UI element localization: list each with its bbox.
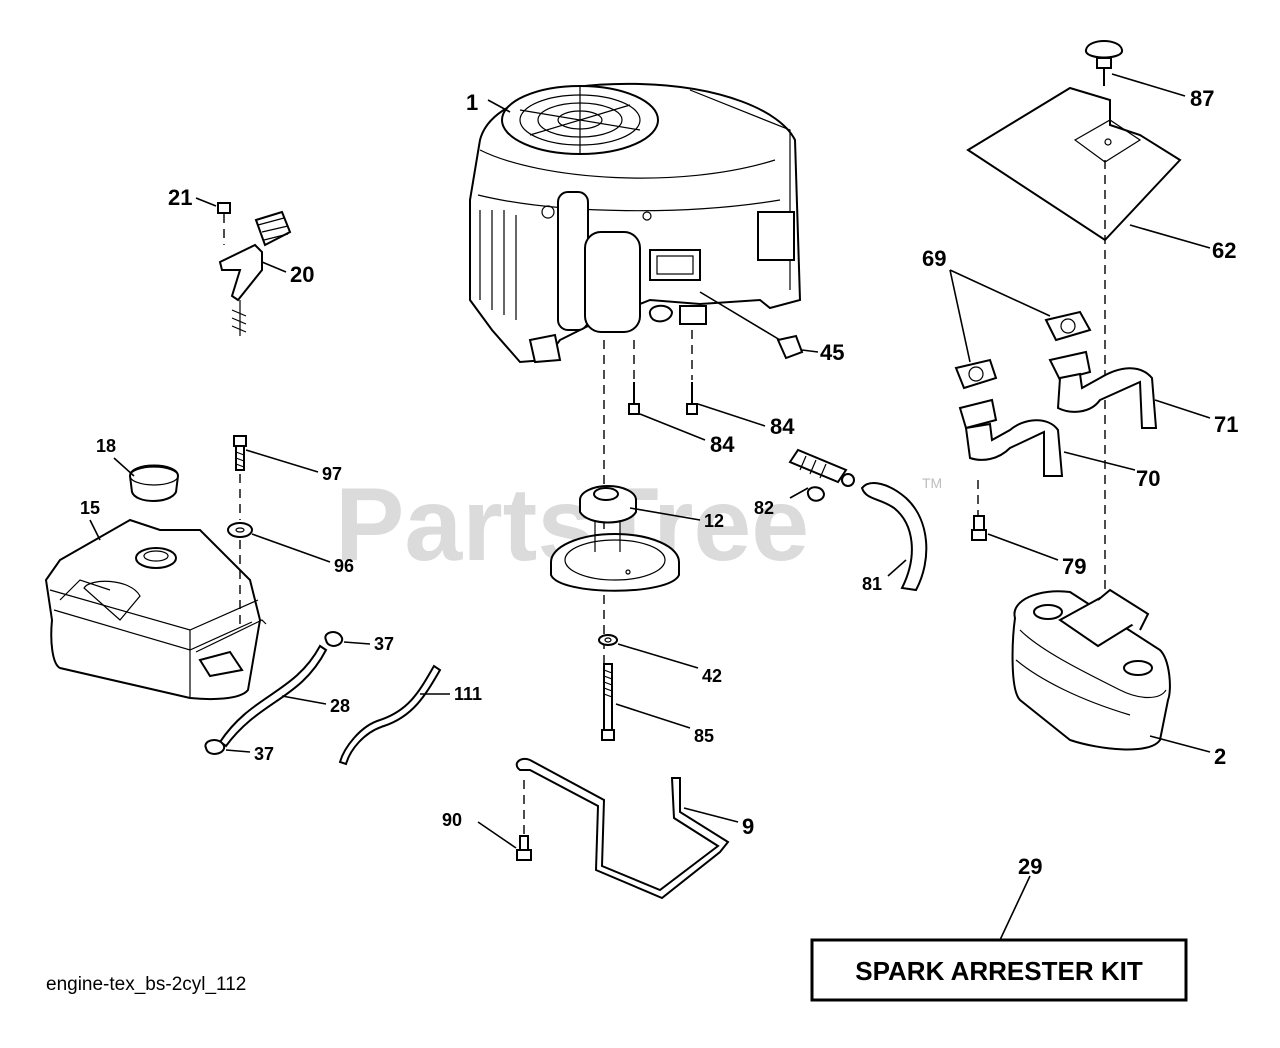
spark-arrester-kit-label: SPARK ARRESTER KIT — [855, 956, 1143, 986]
diagram-caption: engine-tex_bs-2cyl_112 — [46, 974, 246, 995]
callout-84-right: 84 — [770, 414, 795, 439]
callout-1: 1 — [466, 90, 478, 115]
throttle-control-20 — [217, 202, 292, 336]
muffler-2 — [1011, 588, 1171, 751]
plug-45 — [776, 334, 804, 360]
callout-2: 2 — [1214, 744, 1226, 769]
washer-96 — [227, 522, 253, 538]
callout-12: 12 — [704, 511, 724, 531]
screw-97 — [233, 435, 247, 471]
callout-37-upper: 37 — [374, 634, 394, 654]
callout-70: 70 — [1136, 466, 1160, 491]
callout-20: 20 — [290, 262, 314, 287]
watermark-trademark: TM — [922, 475, 942, 491]
fuel-cap-18 — [128, 464, 180, 502]
callout-82: 82 — [754, 498, 774, 518]
callout-84-left: 84 — [710, 432, 735, 457]
fuel-line-111 — [338, 664, 442, 766]
pulley-12 — [550, 485, 680, 592]
bolt-84-right — [686, 382, 698, 415]
knob-87 — [1085, 40, 1123, 86]
gasket-upper — [1044, 310, 1092, 342]
bolt-79 — [971, 515, 987, 541]
callout-21: 21 — [168, 185, 192, 210]
callout-97: 97 — [322, 464, 342, 484]
heat-shield-62 — [966, 86, 1182, 242]
callout-79: 79 — [1062, 554, 1086, 579]
callout-28: 28 — [330, 696, 350, 716]
callout-85: 85 — [694, 726, 714, 746]
fuel-tank-15 — [44, 518, 267, 700]
clamp-37-lower — [204, 739, 226, 755]
hose-81 — [860, 482, 928, 592]
callout-37-lower: 37 — [254, 744, 274, 764]
exhaust-pipe-71 — [1048, 350, 1158, 429]
callout-42: 42 — [702, 666, 722, 686]
callout-15: 15 — [80, 498, 100, 518]
clamp-37-upper — [324, 631, 344, 647]
callout-62: 62 — [1212, 238, 1236, 263]
bolt-85 — [601, 663, 615, 741]
callout-9: 9 — [742, 814, 754, 839]
spark-arrester-kit-box — [810, 938, 1188, 1002]
callout-87: 87 — [1190, 86, 1214, 111]
callout-81: 81 — [862, 574, 882, 594]
washer-42 — [598, 634, 618, 646]
bolt-84-left — [628, 382, 640, 415]
callout-69: 69 — [922, 246, 946, 271]
callout-90: 90 — [442, 810, 462, 830]
callout-18: 18 — [96, 436, 116, 456]
callout-29: 29 — [1018, 854, 1042, 879]
exhaust-pipe-70 — [958, 398, 1064, 477]
callout-111: 111 — [454, 684, 482, 704]
engine-illustration — [469, 82, 802, 364]
callout-45: 45 — [820, 340, 844, 365]
gasket-lower — [954, 358, 998, 390]
callout-71: 71 — [1214, 412, 1238, 437]
bracket-9 — [515, 758, 730, 900]
fuel-filter-82 — [788, 448, 855, 502]
callout-96: 96 — [334, 556, 354, 576]
bolt-90 — [516, 780, 532, 861]
